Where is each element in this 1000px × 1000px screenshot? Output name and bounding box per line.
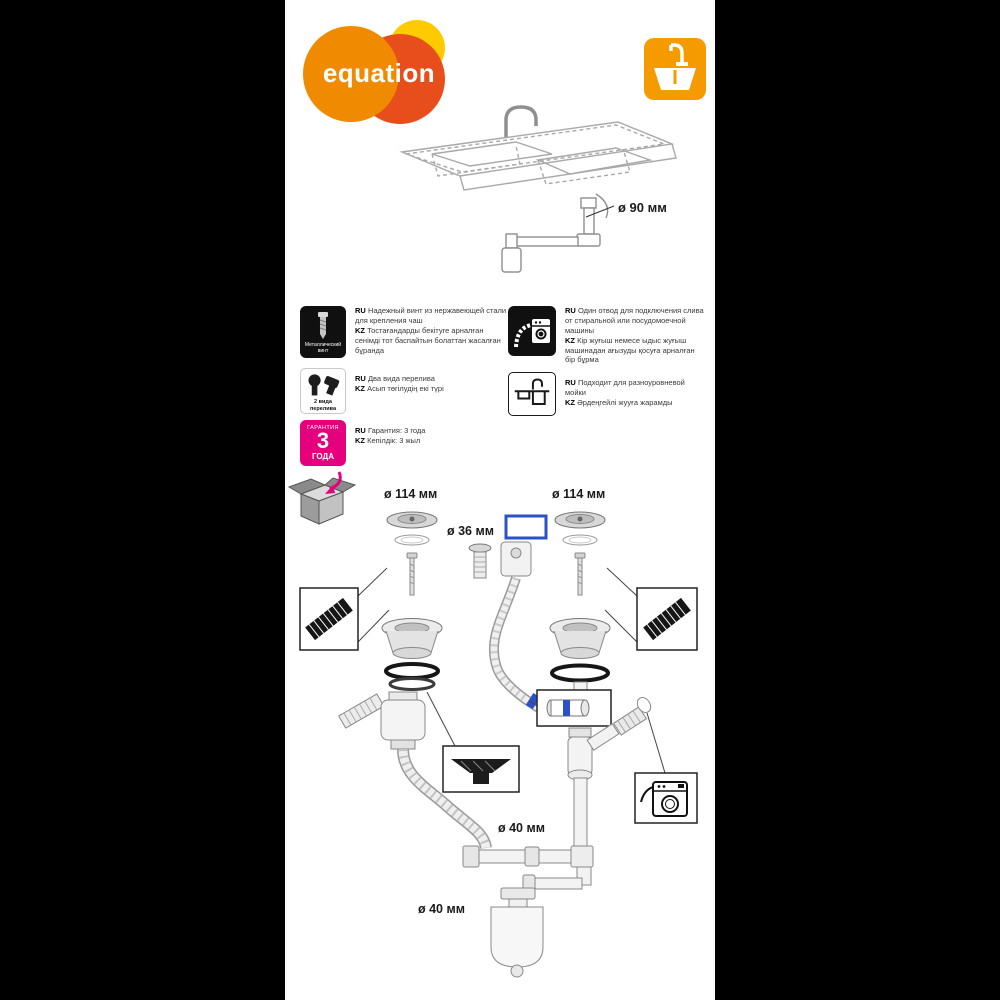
part-overflow-tank-left [338,691,426,750]
kz-line: KZ Кір жуғыш немесе ыдыс жуғыш машинадан… [565,336,705,366]
ru-line: RU Подходит для разноуровневой мойки [565,378,705,398]
part-rubber-gasket-left-b [388,677,436,691]
part-strainer-cap-right [554,511,606,529]
kz-tag: KZ [355,325,365,335]
kz-text: Асып төгілудің екі түрі [367,383,444,393]
kz-tag: KZ [355,435,365,445]
kz-tag: KZ [565,335,575,345]
multilevel-sink-icon [508,372,556,416]
strainer-right-diameter-label: ø 114 мм [552,487,606,501]
kz-text: Кепілдік: 3 жыл [367,435,421,445]
overflow-types-glyph [308,374,340,396]
kz-text: Кір жуғыш немесе ыдыс жуғыш машинадан ағ… [565,335,695,365]
kz-tag: KZ [355,383,365,393]
sink-pictogram-icon [654,43,696,90]
part-strainer-body-right [549,618,611,659]
drain-diameter-label: ø 90 мм [618,200,667,215]
ru-line: RU Надежный винт из нержавеющей стали дл… [355,306,507,326]
sink-pictogram-badge [644,38,706,100]
warranty-bottom-text: ГОДА [311,451,335,461]
part-strainer-body-left [381,618,443,659]
overflow-diameter-label: ø 36 мм [447,524,494,538]
part-bottom-pipe-assembly [462,845,594,886]
sink-overview-drawing [399,105,677,273]
ru-line: RU Один отвод для подключения слива от с… [565,306,705,336]
kz-line: KZ Тостағандарды бекітуге арналған сенім… [355,326,507,356]
ru-text: Один отвод для подключения слива от стир… [565,306,704,335]
overflow-types-icon: 2 вида перелива [300,368,346,414]
ru-line: RU Гарантия: 3 года [355,426,507,436]
outlet-bottom-diameter-label: ø 40 мм [418,902,465,916]
sink-drain-pipes [501,193,609,273]
callout-washing-machine [634,712,698,824]
multilevel-sink-glyph [514,378,550,405]
machine-hose-glyph [640,786,654,803]
part-white-gasket-right [562,534,598,546]
ru-tag: RU [565,306,576,315]
part-screw-right [574,552,586,596]
part-siphon-flask [490,887,544,978]
ru-text: Надежный винт из нержавеющей стали для к… [355,306,507,325]
ru-line: RU Два вида перелива [355,374,507,384]
part-white-gasket-left [394,534,430,546]
leaflet-page: equation [285,0,715,1000]
metal-screw-caption: Металлический винт [304,342,342,355]
machine-outlet-icon [508,306,556,356]
screw-glyph [318,312,328,339]
ru-tag: RU [355,306,366,315]
brand-name: equation [322,58,436,88]
part-overflow-head [468,543,492,579]
ru-tag: RU [355,374,366,383]
callout-basket [426,691,520,793]
part-overflow-cover-blue [504,514,548,540]
feature-overflow-types-text: RU Два вида перелива KZ Асып төгілудің е… [355,374,507,394]
warranty-badge: ГАРАНТИЯ 3 ГОДА [300,420,346,466]
callout-corrugated-left [299,567,390,651]
open-box-icon [287,471,357,525]
kz-line: KZ Кепілдік: 3 жыл [355,436,507,446]
part-strainer-cap-left [386,511,438,529]
overflow-types-caption: 2 вида перелива [309,399,337,413]
ru-text: Два вида перелива [367,374,435,383]
strainer-left-diameter-label: ø 114 мм [384,487,438,501]
callout-corrugated-right [604,567,698,651]
part-rubber-gasket-left-a [384,662,440,680]
kz-line: KZ Асып төгілудің екі түрі [355,384,507,394]
part-rubber-gasket-right [550,663,610,683]
warranty-number: 3 [316,428,330,454]
callout-connector [529,689,612,727]
feature-machine-outlet-text: RU Один отвод для подключения слива от с… [565,306,705,365]
washing-machine-icon [652,781,688,817]
ru-text: Подходит для разноуровневой мойки [565,378,685,397]
machine-outlet-glyph [514,319,550,348]
part-overflow-body [500,541,532,577]
part-machine-branch [586,697,652,751]
kz-text: Әрдеңгейлі жууға жарамды [577,397,673,407]
kz-line: KZ Әрдеңгейлі жууға жарамды [565,398,705,408]
part-screw-left [406,552,418,596]
logo-orange-circle [303,26,399,122]
kz-tag: KZ [565,397,575,407]
kz-text: Тостағандарды бекітуге арналған сенімді … [355,325,501,355]
feature-metal-screw-text: RU Надежный винт из нержавеющей стали дл… [355,306,507,355]
warranty-top-text: ГАРАНТИЯ [307,425,339,432]
part-overflow-knob [510,547,522,559]
parts-exploded-diagram [287,471,698,978]
metal-screw-icon: Металлический винт [300,306,346,358]
hose-left-corrugated [397,748,492,850]
brand-logo: equation [303,20,453,126]
ru-tag: RU [565,378,576,387]
outlet-mid-diameter-label: ø 40 мм [498,821,545,835]
feature-multilevel-sink-text: RU Подходит для разноуровневой мойки KZ … [565,378,705,408]
feature-warranty-text: RU Гарантия: 3 года KZ Кепілдік: 3 жыл [355,426,507,446]
part-trap-right [567,727,593,847]
ru-tag: RU [355,426,366,435]
ru-text: Гарантия: 3 года [367,426,426,435]
